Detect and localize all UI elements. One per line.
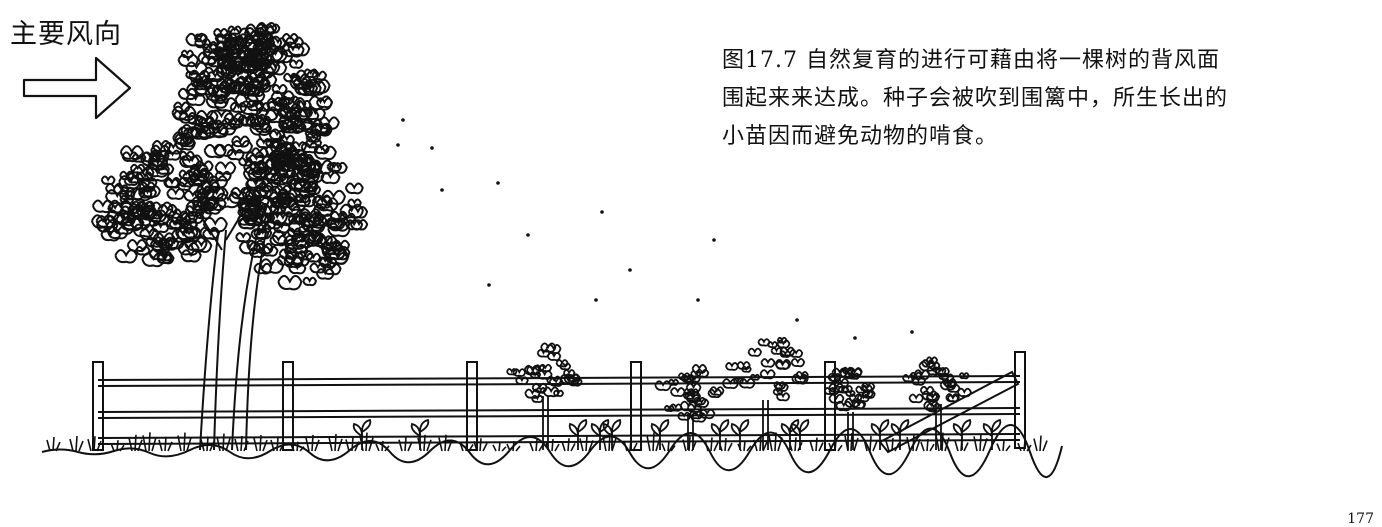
- sapling-icon: [890, 418, 910, 450]
- grass-tuft: [935, 432, 950, 452]
- seed-icon: [401, 118, 405, 122]
- grass-tuft: [646, 432, 661, 452]
- seed-icon: [712, 238, 716, 242]
- grass-tuft: [200, 436, 215, 452]
- caption-line-3: 小苗因而避免动物的啃食。: [722, 124, 999, 149]
- grass-tuft: [216, 433, 231, 452]
- grass-tuft: [1017, 440, 1032, 452]
- grass-tuft: [906, 434, 921, 452]
- fence-post: [466, 361, 478, 451]
- caption-line-1: 图17.7 自然复育的进行可藉由将一棵树的背风面: [722, 48, 1220, 73]
- grass-tuft: [885, 437, 900, 452]
- ground-line: [41, 424, 1063, 478]
- figure-caption: 图17.7 自然复育的进行可藉由将一棵树的背风面 围起来来达成。种子会被吹到围篱…: [722, 42, 1322, 156]
- grass-tuft: [253, 435, 268, 452]
- grass-tuft: [602, 433, 617, 452]
- grass-tuft: [69, 435, 84, 452]
- fence-rail: [97, 407, 1021, 413]
- fence-rail: [97, 439, 1021, 445]
- seed-icon: [526, 233, 530, 237]
- grass-tufts: [46, 432, 1048, 452]
- seed-icon: [396, 143, 400, 147]
- sapling-icon: [982, 418, 1002, 450]
- grass-tuft: [529, 439, 544, 452]
- grass-tuft: [661, 440, 676, 452]
- grass-tuft: [996, 440, 1011, 452]
- grass-tuft: [954, 437, 969, 452]
- grass-tuft: [809, 437, 824, 452]
- grass-tuft: [328, 433, 343, 452]
- seed-icon: [795, 318, 799, 322]
- caption-line-2: 围起来来达成。种子会被吹到围篱中，所生长出的: [722, 86, 1229, 111]
- grass-tuft: [46, 436, 61, 452]
- grass-tuft: [768, 432, 783, 452]
- grass-tuft: [417, 434, 432, 452]
- grass-tuft: [87, 436, 102, 452]
- fence-post: [824, 361, 836, 451]
- seed-icon: [910, 330, 914, 334]
- seed-icon: [430, 146, 434, 150]
- grass-tuft: [398, 436, 413, 452]
- grass-tuft: [158, 436, 173, 452]
- seed-icon: [600, 210, 604, 214]
- grass-tuft: [579, 435, 594, 452]
- tree-trunk: [542, 396, 549, 450]
- seed-icon: [853, 336, 857, 340]
- seed-icon: [440, 188, 444, 192]
- wind-direction-label: 主要风向: [10, 19, 122, 50]
- grass-tuft: [682, 436, 697, 452]
- sapling-icon: [568, 418, 588, 450]
- grass-tuft: [459, 439, 474, 452]
- grass-tuft: [270, 436, 285, 452]
- seed-group: [396, 118, 914, 340]
- tree-trunk: [847, 412, 854, 450]
- grass-tuft: [920, 439, 935, 452]
- fence-rail: [97, 413, 1021, 419]
- grass-tuft: [290, 441, 305, 452]
- grass-tuft: [142, 432, 157, 452]
- grass-tuft: [623, 437, 638, 452]
- grass-tuft: [473, 438, 488, 452]
- seed-icon: [594, 298, 598, 302]
- sapling-icon: [870, 418, 890, 450]
- grass-tuft: [234, 435, 249, 452]
- seed-icon: [628, 268, 632, 272]
- grass-tuft: [973, 433, 988, 452]
- sapling-icon: [730, 418, 750, 450]
- grass-tuft: [177, 432, 192, 452]
- grass-tuft: [492, 441, 507, 452]
- grass-tuft: [718, 438, 733, 452]
- grass-tuft: [110, 440, 125, 452]
- grass-tuft: [844, 432, 859, 452]
- grass-tuft: [375, 440, 390, 452]
- grass-tuft: [128, 434, 143, 452]
- grass-tuft: [1033, 435, 1048, 452]
- grass-tuft: [545, 439, 560, 452]
- sapling-icon: [602, 418, 622, 450]
- tree-icon: [90, 21, 369, 451]
- seed-icon: [496, 181, 500, 185]
- grass-tuft: [345, 436, 360, 452]
- tree-trunk: [762, 400, 769, 450]
- fence-rail: [97, 433, 1021, 439]
- seed-icon: [696, 298, 700, 302]
- grass-tuft: [359, 432, 374, 452]
- grass-tuft: [788, 437, 803, 452]
- grass-tuft: [753, 436, 768, 452]
- grass-tuft: [863, 435, 878, 452]
- grass-tuft: [438, 434, 453, 452]
- fence-post: [630, 361, 642, 451]
- grass-tuft: [704, 437, 719, 452]
- sapling-group: [352, 336, 1002, 450]
- seed-icon: [487, 283, 491, 287]
- grass-tuft: [561, 438, 576, 452]
- fence-post: [282, 361, 294, 451]
- grass-tuft: [828, 440, 843, 452]
- wind-arrow-icon: [22, 56, 132, 120]
- grass-tuft: [305, 434, 320, 452]
- grass-tuft: [737, 440, 752, 452]
- grass-tuft: [506, 440, 521, 452]
